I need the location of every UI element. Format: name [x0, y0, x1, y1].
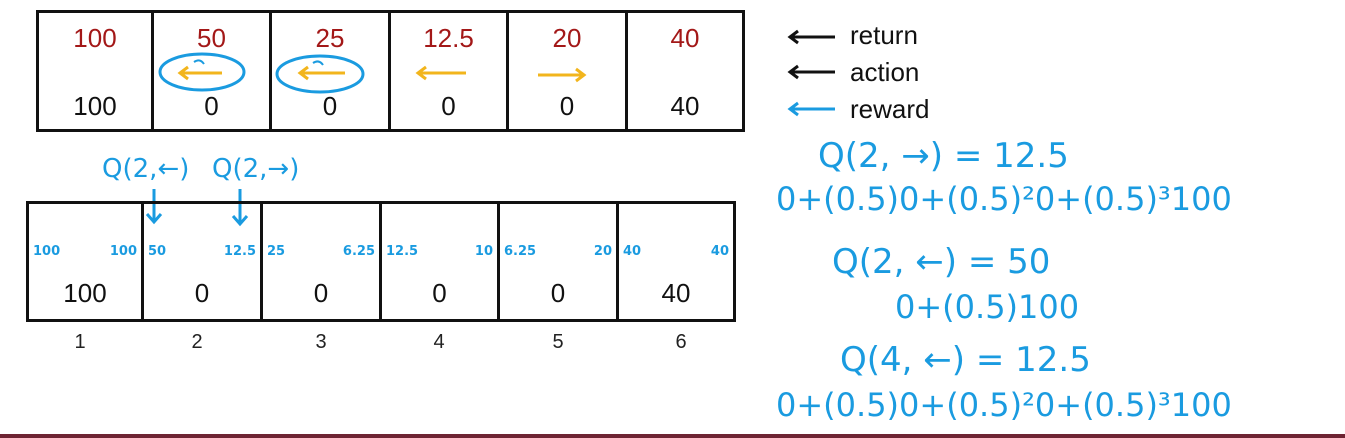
- q-right-value: 40: [710, 244, 729, 259]
- equation-3-body: 0+(0.5)0+(0.5)²0+(0.5)³100: [776, 386, 1232, 424]
- bottom-cell-4: 12.5 10 0: [379, 201, 500, 322]
- top-cell-4: 12.5 0: [388, 10, 509, 132]
- reward-value: 0: [441, 91, 456, 121]
- return-value: 100: [73, 23, 117, 53]
- bottom-cell-3: 25 6.25 0: [260, 201, 382, 322]
- down-arrow-icon: [231, 189, 249, 227]
- reward-value: 100: [73, 91, 117, 121]
- reward-value: 0: [204, 91, 219, 121]
- bottom-cell-5: 6.25 20 0: [497, 201, 619, 322]
- reward-value: 0: [550, 278, 566, 308]
- equation-1-body: 0+(0.5)0+(0.5)²0+(0.5)³100: [776, 180, 1232, 218]
- left-arrow-icon: [297, 65, 345, 81]
- reward-value: 0: [313, 278, 329, 308]
- return-value: 12.5: [423, 23, 474, 53]
- legend-action: action: [850, 57, 920, 87]
- q-left-value: 12.5: [386, 244, 419, 259]
- legend-reward: reward: [850, 94, 930, 124]
- reward-value: 0: [322, 91, 338, 121]
- reward-value: 0: [559, 91, 575, 121]
- q-left-value: 100: [33, 244, 61, 259]
- q-right-value: 20: [593, 244, 612, 259]
- left-arrow-icon: [177, 65, 222, 81]
- action-arrows-layer: [158, 52, 587, 94]
- q-left-value: 6.25: [504, 244, 537, 259]
- state-index: 6: [675, 331, 687, 353]
- return-value: 20: [552, 23, 582, 53]
- state-index: 4: [433, 331, 445, 353]
- state-index: 2: [191, 331, 203, 353]
- equation-2-title: Q(2, ←) = 50: [832, 242, 1051, 282]
- return-value: 40: [670, 23, 700, 53]
- down-arrow-icon: [145, 189, 163, 225]
- state-index: 3: [315, 331, 327, 353]
- bottom-cell-2: 50 12.5 0: [141, 201, 263, 322]
- reward-value: 0: [194, 278, 210, 308]
- q-left-value: 50: [148, 244, 167, 259]
- q-left-value: 25: [267, 244, 286, 259]
- legend-arrows: [787, 29, 835, 117]
- bottom-divider: [0, 434, 1345, 438]
- return-arrow-icon: [787, 29, 835, 45]
- state-index: 1: [74, 331, 86, 353]
- top-cell-6: 40 40: [625, 10, 745, 132]
- return-value: 50: [197, 23, 226, 53]
- q-right-value: 100: [109, 244, 137, 259]
- action-arrow-icon: [787, 64, 835, 80]
- q-right-annotation: Q(2,→): [212, 154, 300, 184]
- bottom-cell-6: 40 40 40: [616, 201, 736, 322]
- bottom-cell-1: 100 100 100: [26, 201, 144, 322]
- q-right-value: 10: [474, 244, 493, 259]
- equation-1-title: Q(2, →) = 12.5: [818, 136, 1069, 176]
- reward-value: 40: [670, 91, 700, 121]
- state-index: 5: [552, 331, 564, 353]
- circle-annotation: [158, 52, 246, 92]
- reward-value: 100: [63, 278, 107, 308]
- return-value: 25: [315, 23, 345, 53]
- left-arrow-icon: [415, 65, 466, 81]
- q-pointer-arrows: [145, 189, 249, 227]
- circle-annotation: [275, 54, 365, 94]
- legend-return: return: [850, 20, 918, 50]
- equation-2-body: 0+(0.5)100: [895, 288, 1080, 326]
- equation-3-title: Q(4, ←) = 12.5: [840, 340, 1091, 380]
- q-right-value: 12.5: [223, 244, 256, 259]
- reward-value: 40: [661, 278, 691, 308]
- circle-annotation: [193, 59, 205, 65]
- reward-arrow-icon: [787, 101, 835, 117]
- right-arrow-icon: [538, 67, 587, 83]
- circle-annotation: [312, 60, 324, 66]
- q-left-value: 40: [623, 244, 642, 259]
- q-left-annotation: Q(2,←): [102, 154, 190, 184]
- q-right-value: 6.25: [342, 244, 375, 259]
- reward-value: 0: [432, 278, 447, 308]
